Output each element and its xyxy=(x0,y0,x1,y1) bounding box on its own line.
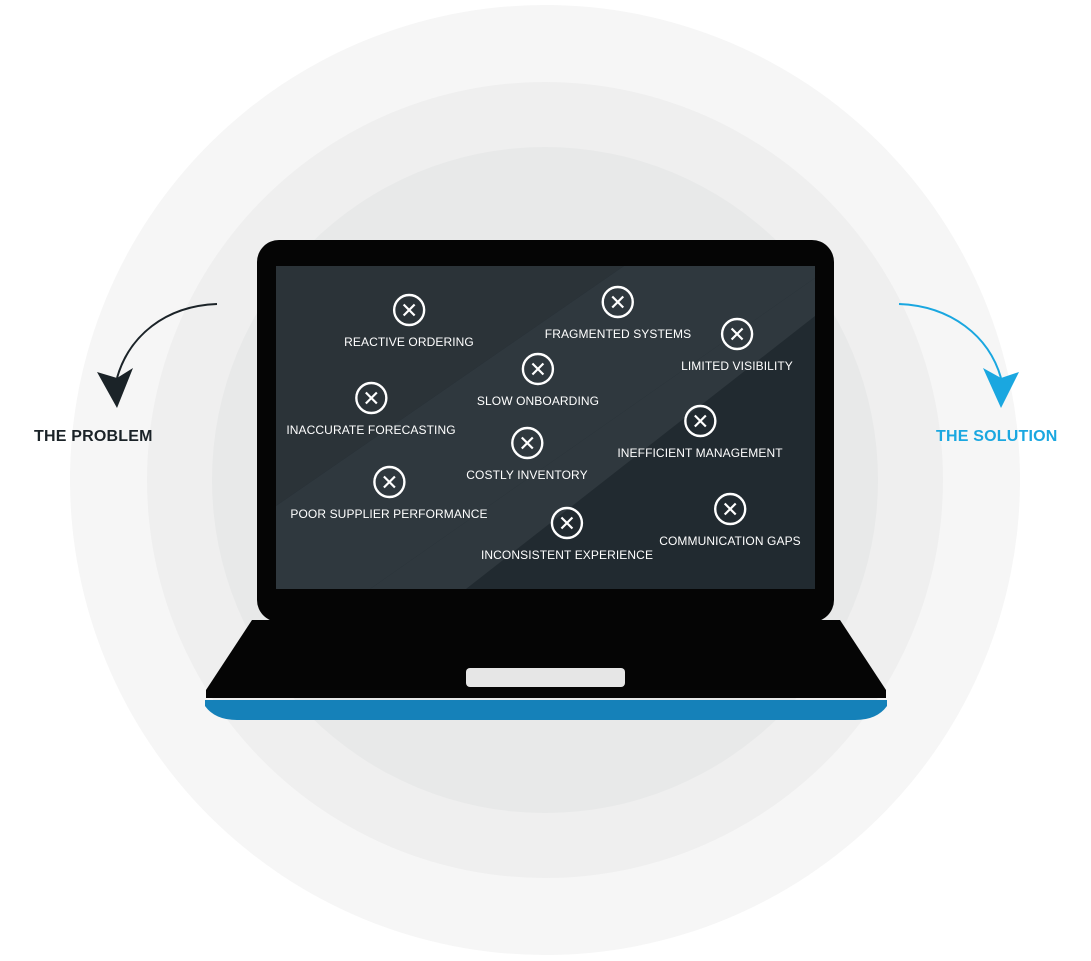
x-circle-icon xyxy=(720,317,754,351)
x-circle-icon xyxy=(521,352,555,386)
problem-arrow-icon xyxy=(97,303,218,408)
x-circle-icon xyxy=(510,426,544,460)
x-circle-icon xyxy=(372,465,406,499)
laptop-base xyxy=(205,620,887,720)
solution-arrow-icon xyxy=(898,303,1019,408)
issue-label: REACTIVE ORDERING xyxy=(344,335,474,349)
issue-label: FRAGMENTED SYSTEMS xyxy=(544,327,692,341)
x-circle-icon xyxy=(550,506,584,540)
problem-label: THE PROBLEM xyxy=(34,428,153,445)
x-circle-icon xyxy=(601,285,635,319)
issue-label: INACCURATE FORECASTING xyxy=(286,423,456,437)
issue-item: FRAGMENTED SYSTEMS xyxy=(545,285,691,341)
issue-item: SLOW ONBOARDING xyxy=(477,352,599,408)
screen-sheen xyxy=(276,266,815,589)
issue-item: REACTIVE ORDERING xyxy=(344,293,474,349)
issue-label: COSTLY INVENTORY xyxy=(466,468,588,482)
x-circle-icon xyxy=(713,492,747,526)
issue-label: SLOW ONBOARDING xyxy=(476,394,600,408)
issue-item: INCONSISTENT EXPERIENCE xyxy=(481,506,653,562)
issue-item: INACCURATE FORECASTING xyxy=(286,381,456,437)
x-circle-icon xyxy=(392,293,426,327)
issue-label: INEFFICIENT MANAGEMENT xyxy=(617,446,783,460)
solution-label: THE SOLUTION xyxy=(936,428,1058,445)
issue-item: POOR SUPPLIER PERFORMANCE xyxy=(290,465,488,521)
issue-label: POOR SUPPLIER PERFORMANCE xyxy=(290,507,488,521)
issue-item: LIMITED VISIBILITY xyxy=(681,317,793,373)
issue-item: INEFFICIENT MANAGEMENT xyxy=(617,404,783,460)
issue-item: COMMUNICATION GAPS xyxy=(659,492,801,548)
issue-item: COSTLY INVENTORY xyxy=(466,426,588,482)
issue-label: INCONSISTENT EXPERIENCE xyxy=(480,548,654,562)
trackpad xyxy=(466,668,625,687)
issue-label: LIMITED VISIBILITY xyxy=(681,359,793,373)
x-circle-icon xyxy=(683,404,717,438)
laptop-screen xyxy=(276,266,815,589)
x-circle-icon xyxy=(354,381,388,415)
issue-label: COMMUNICATION GAPS xyxy=(659,534,801,548)
